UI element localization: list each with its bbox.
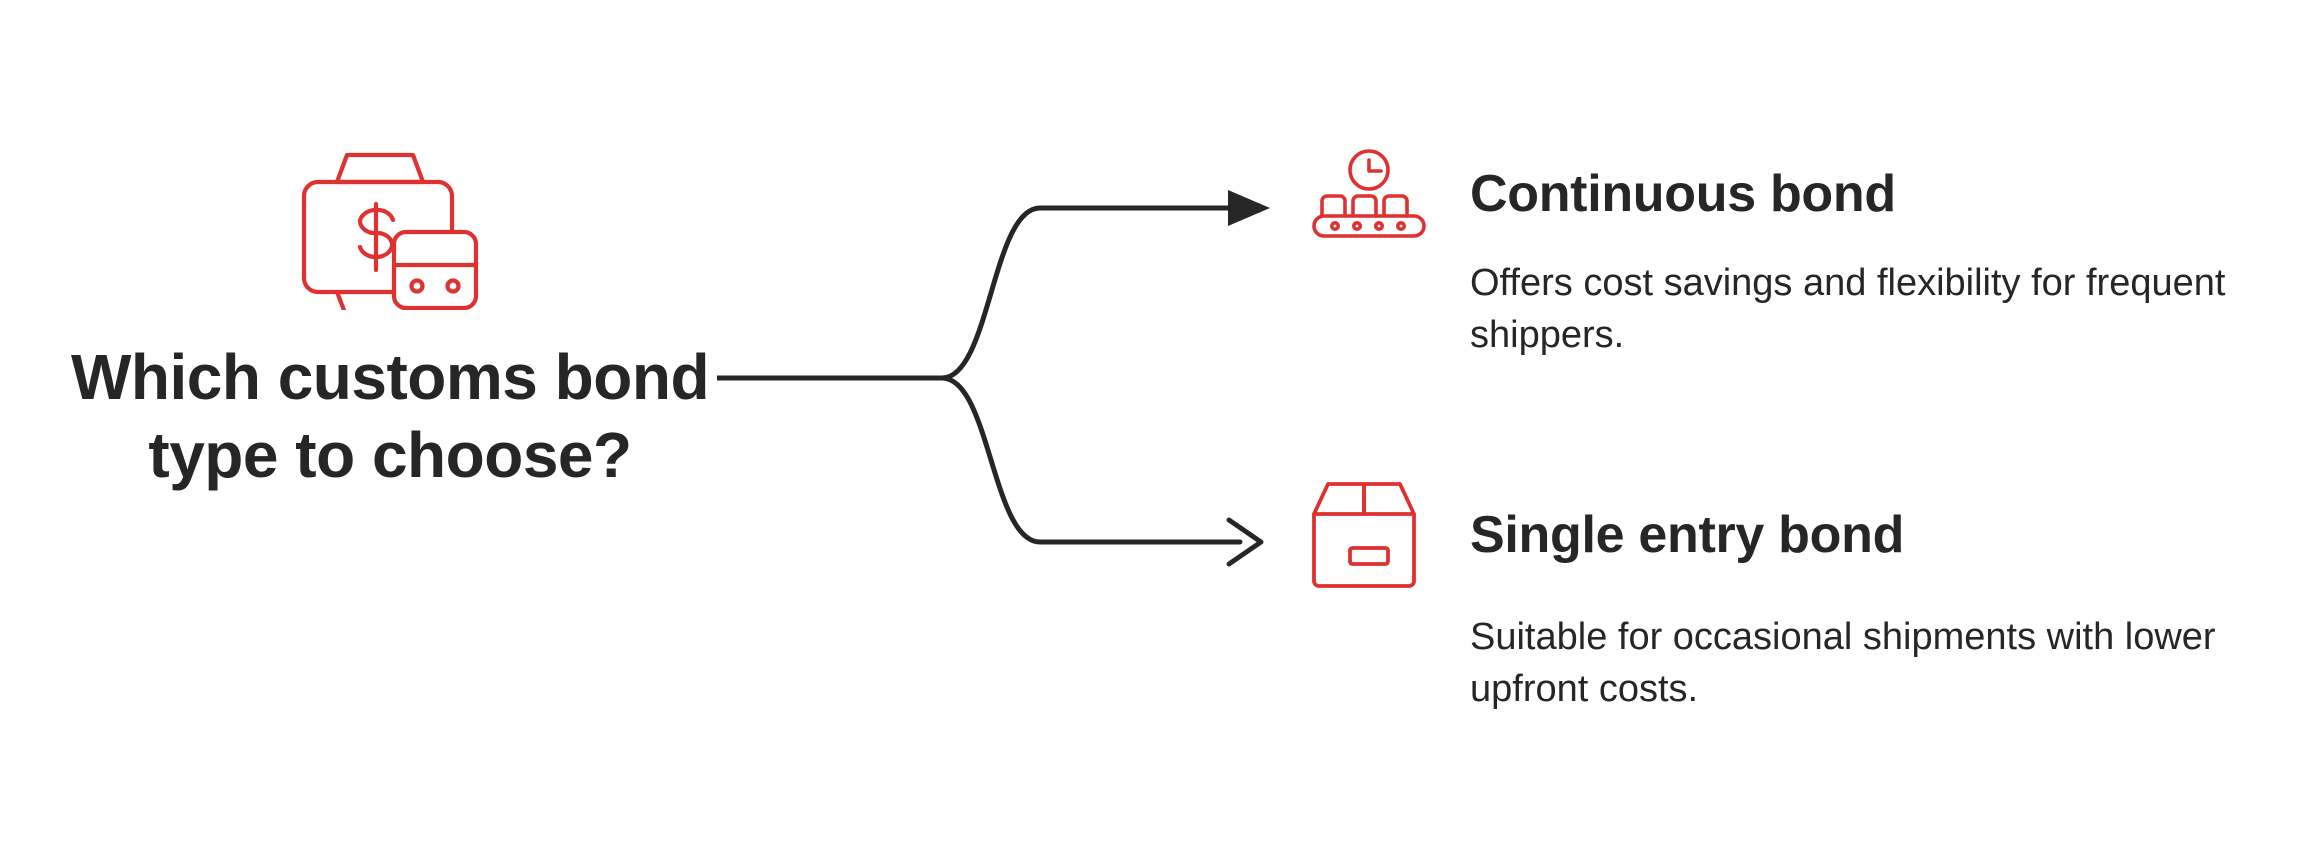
question-block: Which customs bond type to choose? bbox=[60, 120, 720, 494]
branch-description: Suitable for occasional shipments with l… bbox=[1470, 616, 2216, 710]
page-title: Which customs bond type to choose? bbox=[70, 341, 710, 492]
money-bag-truck-icon bbox=[301, 152, 479, 310]
arrowhead-open-icon bbox=[1226, 517, 1264, 567]
branch-continuous-bond: Continuous bond Offers cost savings and … bbox=[1310, 148, 2304, 361]
branch-icon-wrap bbox=[1310, 148, 1470, 240]
branch-description: Offers cost savings and flexibility for … bbox=[1470, 262, 2226, 356]
cardboard-box-icon bbox=[1312, 482, 1416, 588]
branch-header: Single entry bond bbox=[1310, 476, 2304, 594]
branch-title: Single entry bond bbox=[1470, 506, 1905, 564]
branch-single-entry-bond: Single entry bond Suitable for occasiona… bbox=[1310, 476, 2304, 715]
clock-conveyor-belt-icon bbox=[1312, 149, 1426, 238]
branch-header: Continuous bond bbox=[1310, 148, 2304, 240]
branch-icon-wrap bbox=[1310, 476, 1470, 594]
arrowhead-filled-icon bbox=[1228, 190, 1270, 226]
branch-title: Continuous bond bbox=[1470, 165, 1896, 223]
branching-arrow-connector bbox=[717, 190, 1270, 567]
